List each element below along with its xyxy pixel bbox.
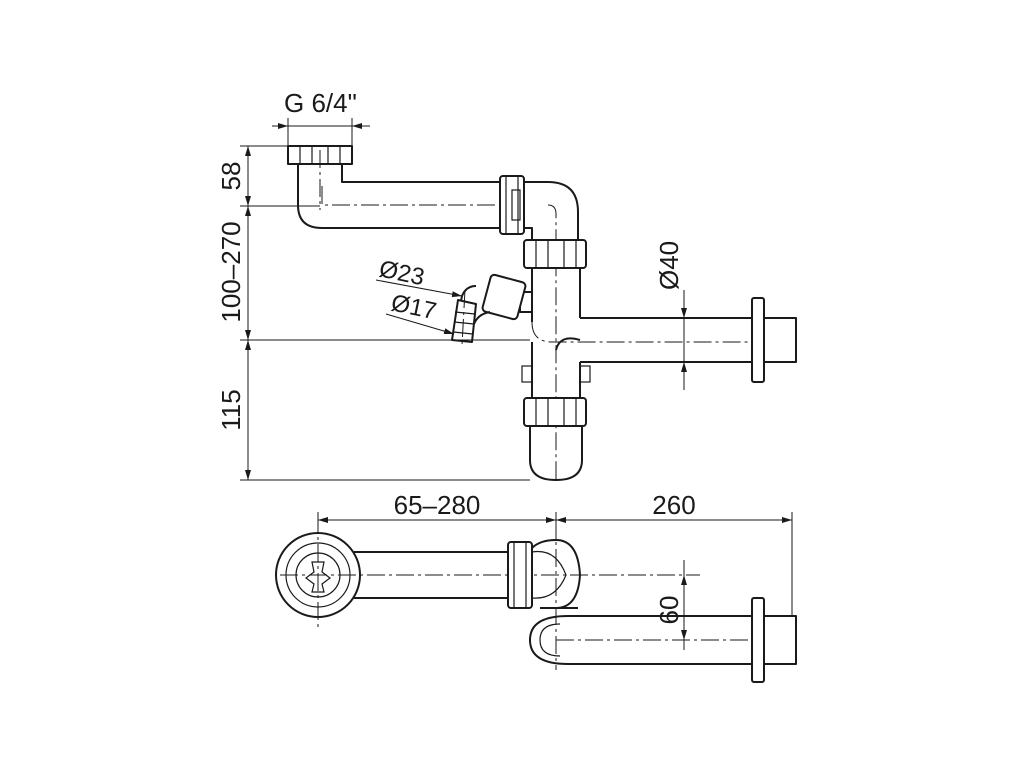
upper-bend <box>524 181 579 480</box>
top-view-outlet-arm <box>529 597 797 683</box>
dim-dia-inner-inlet-label: Ø17 <box>389 289 439 325</box>
dim-arm-length-label: 65–280 <box>394 490 481 520</box>
dim-height-bottom-label: 115 <box>216 389 246 430</box>
dim-inlet-diameters <box>375 279 463 335</box>
outlet-flange <box>751 297 797 383</box>
top-view-bend <box>531 520 581 670</box>
outlet-arm <box>531 317 790 363</box>
body-nut-upper <box>523 239 587 269</box>
dim-thread-label: G 6/4" <box>284 88 357 118</box>
top-view: 65–280 260 60 <box>275 490 797 683</box>
dim-heights <box>240 145 530 481</box>
dim-arm-length <box>317 512 557 540</box>
bottom-cup <box>529 426 583 481</box>
dim-height-adjust-label: 100–270 <box>216 221 246 322</box>
dim-height-top-label: 58 <box>216 162 246 191</box>
dim-dia-outer-inlet-label: Ø23 <box>377 255 427 291</box>
arm-sleeve-nut <box>499 175 525 235</box>
dim-dia-outlet-label: Ø40 <box>654 241 684 290</box>
lower-body <box>521 342 591 398</box>
hose-inlet-connector <box>451 273 532 346</box>
dim-outlet-length-label: 260 <box>652 490 695 520</box>
upper-arm-pipe <box>297 150 500 229</box>
dim-thread <box>272 118 370 146</box>
body-nut-lower <box>523 397 587 427</box>
side-view: G 6/4" 58 100–270 115 Ø23 Ø17 Ø40 <box>216 88 797 481</box>
dim-outlet-length <box>556 512 793 616</box>
top-view-arm <box>280 541 700 609</box>
dim-offset-label: 60 <box>654 596 684 625</box>
